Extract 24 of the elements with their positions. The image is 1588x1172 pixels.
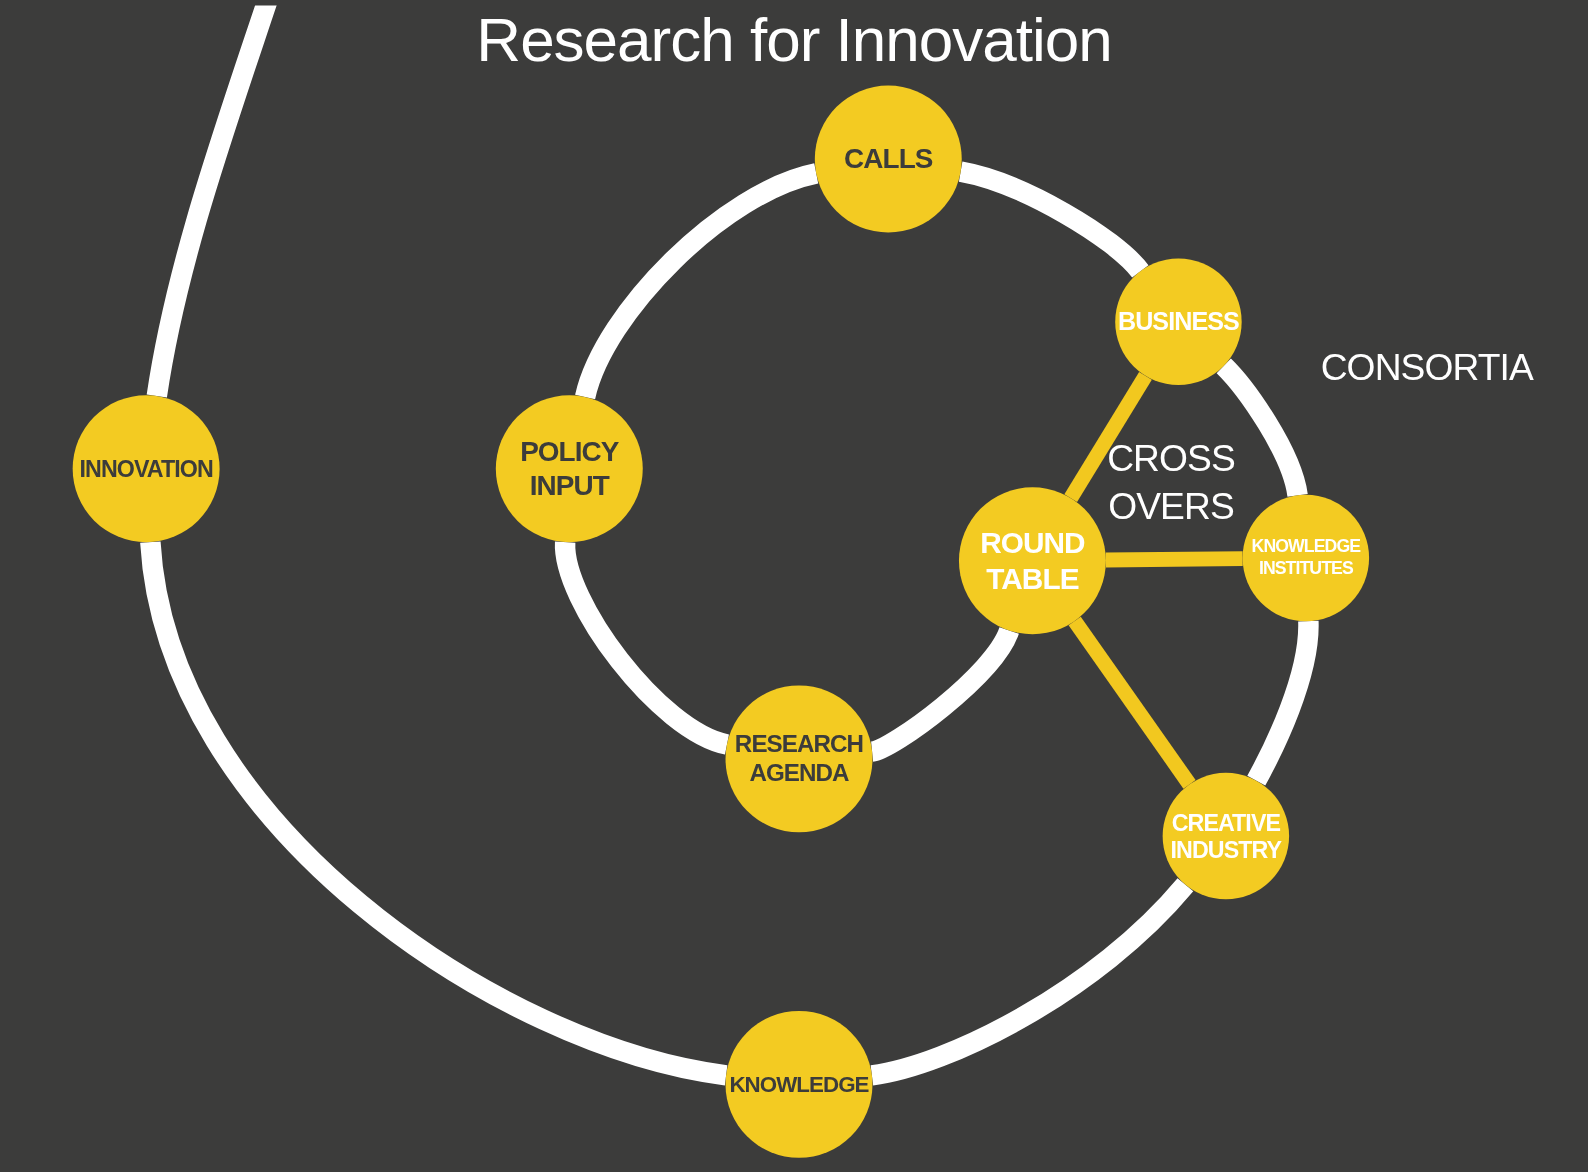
connector-line <box>1068 616 1196 789</box>
node-label: POLICY INPUT <box>519 435 620 503</box>
node-label: ROUND TABLE <box>979 525 1086 597</box>
spiral-line <box>140 540 728 1086</box>
node-label: CALLS <box>844 142 933 176</box>
spiral-line <box>958 161 1148 279</box>
connector-line <box>1105 551 1243 568</box>
title: Research for Innovation <box>475 4 1113 75</box>
node-label: KNOWLEDGE <box>729 1071 869 1098</box>
spiral-line <box>146 5 279 398</box>
node-label: RESEARCH AGENDA <box>733 729 865 788</box>
spiral-line <box>1247 621 1319 786</box>
connector-line <box>1064 371 1152 502</box>
spiral-line <box>1216 358 1308 498</box>
annotation-text: CONSORTIA <box>1319 345 1534 390</box>
spiral-line <box>870 877 1194 1086</box>
spiral-line <box>575 163 819 400</box>
spiral-line <box>554 541 731 755</box>
annotation-text: CROSS OVERS <box>1106 436 1236 529</box>
node-label: CREATIVE INDUSTRY <box>1169 808 1283 864</box>
node-label: BUSINESS <box>1117 306 1239 337</box>
spiral-line <box>869 626 1019 762</box>
node-label: KNOWLEDGE INSTITUTES <box>1250 536 1362 580</box>
node-label: INNOVATION <box>79 454 213 483</box>
